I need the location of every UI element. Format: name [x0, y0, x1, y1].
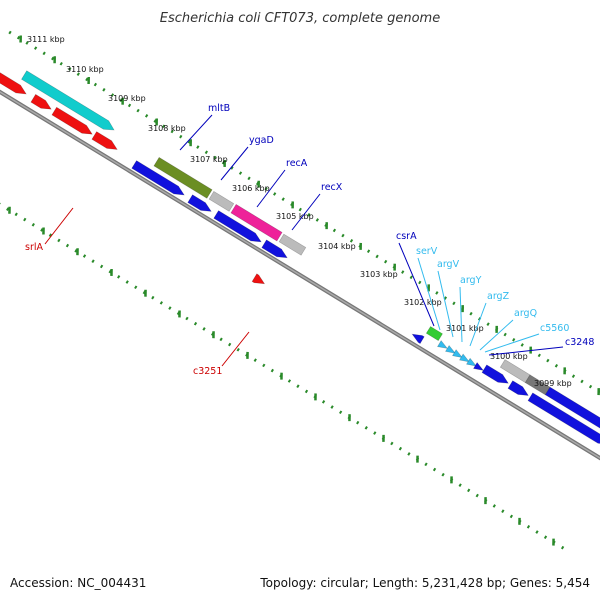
gene-label-leader	[469, 302, 487, 347]
feature-red-1	[0, 72, 27, 95]
kbp-label: 3104 kbp	[318, 242, 356, 251]
gene-label-leader	[479, 319, 514, 351]
gene-label-recA: recA	[286, 158, 308, 169]
feature-csrA	[425, 326, 443, 342]
gene-label-argQ: argQ	[514, 308, 537, 319]
feature-blue-2	[187, 194, 212, 212]
gene-label-argY: argY	[460, 275, 482, 286]
kbp-label: 3103 kbp	[360, 270, 398, 279]
feature-mltB	[153, 156, 213, 199]
gene-label-argV: argV	[437, 259, 460, 270]
kbp-label: 3110 kbp	[66, 65, 104, 74]
kbp-label: 3107 kbp	[190, 155, 228, 164]
topology-label: Topology: circular; Length: 5,231,428 bp…	[260, 576, 590, 590]
gene-label-leader	[44, 207, 74, 245]
feature-red-2	[30, 93, 52, 110]
feature-trna-1	[437, 340, 449, 349]
feature-blue-r2	[507, 380, 529, 396]
feature-blue-small-2	[473, 361, 485, 371]
gene-label-c3248: c3248	[565, 337, 594, 348]
kbp-label: 3100 kbp	[490, 352, 528, 361]
gene-label-ygaD: ygaD	[249, 135, 274, 146]
gene-features	[0, 70, 600, 444]
gene-label-srlA: srlA	[25, 242, 43, 253]
kbp-label: 3105 kbp	[276, 212, 314, 221]
kbp-label: 3099 kbp	[534, 379, 572, 388]
gene-label-leader	[488, 346, 564, 356]
accession-label: Accession: NC_004431	[10, 576, 147, 590]
gene-label-recX: recX	[321, 182, 343, 193]
feature-trna-2	[445, 344, 457, 354]
gene-label-leader	[179, 114, 213, 151]
feature-recX	[278, 233, 307, 256]
feature-trna-5	[466, 357, 478, 367]
kbp-label: 3106 kbp	[232, 184, 270, 193]
gene-label-mltB: mltB	[208, 103, 230, 114]
gene-label-c5560: c5560	[540, 323, 569, 334]
map-title: Escherichia coli CFT073, complete genome	[160, 11, 440, 26]
gene-label-leader	[256, 169, 286, 208]
kbp-label: 3111 kbp	[27, 35, 65, 44]
feature-red-3	[51, 106, 93, 135]
gene-label-leader	[459, 286, 463, 343]
feature-blue-3	[213, 210, 262, 243]
inner-tick-track	[0, 202, 571, 554]
gene-label-serV: serV	[416, 246, 438, 257]
gene-label-leader	[484, 333, 540, 353]
gene-label-leader	[221, 331, 250, 367]
feature-blue-r4	[527, 392, 600, 444]
feature-trna-3	[452, 349, 464, 359]
feature-ygaD	[208, 190, 235, 212]
genome-backbone	[0, 89, 600, 461]
feature-red-4	[91, 131, 118, 150]
feature-srlA-cyan	[21, 70, 115, 131]
backbone-line	[0, 91, 600, 459]
feature-blue-r1	[481, 364, 509, 384]
gene-label-argZ: argZ	[487, 291, 510, 302]
gene-label-leader	[437, 270, 454, 338]
gene-label-leader	[417, 257, 441, 331]
kbp-label: 3108 kbp	[148, 124, 186, 133]
gene-label-leader	[291, 193, 321, 231]
gene-label-leader	[220, 146, 249, 181]
outer-tick-track	[8, 30, 600, 396]
feature-blue-small	[411, 333, 425, 345]
feature-blue-r3	[544, 386, 600, 429]
feature-blue-1	[131, 160, 185, 196]
kbp-scale-labels: 3111 kbp 3110 kbp 3109 kbp 3108 kbp 3107 kbp…	[27, 35, 572, 388]
feature-red-small	[251, 273, 266, 285]
gene-label-leader	[398, 242, 435, 327]
gene-label-c3251: c3251	[193, 366, 222, 377]
kbp-label: 3102 kbp	[404, 298, 442, 307]
feature-blue-4	[261, 239, 288, 259]
gene-label-csrA: csrA	[396, 231, 417, 242]
kbp-label: 3109 kbp	[108, 94, 146, 103]
feature-trna-4	[459, 353, 471, 363]
feature-recA	[230, 203, 283, 242]
kbp-label: 3101 kbp	[446, 324, 484, 333]
